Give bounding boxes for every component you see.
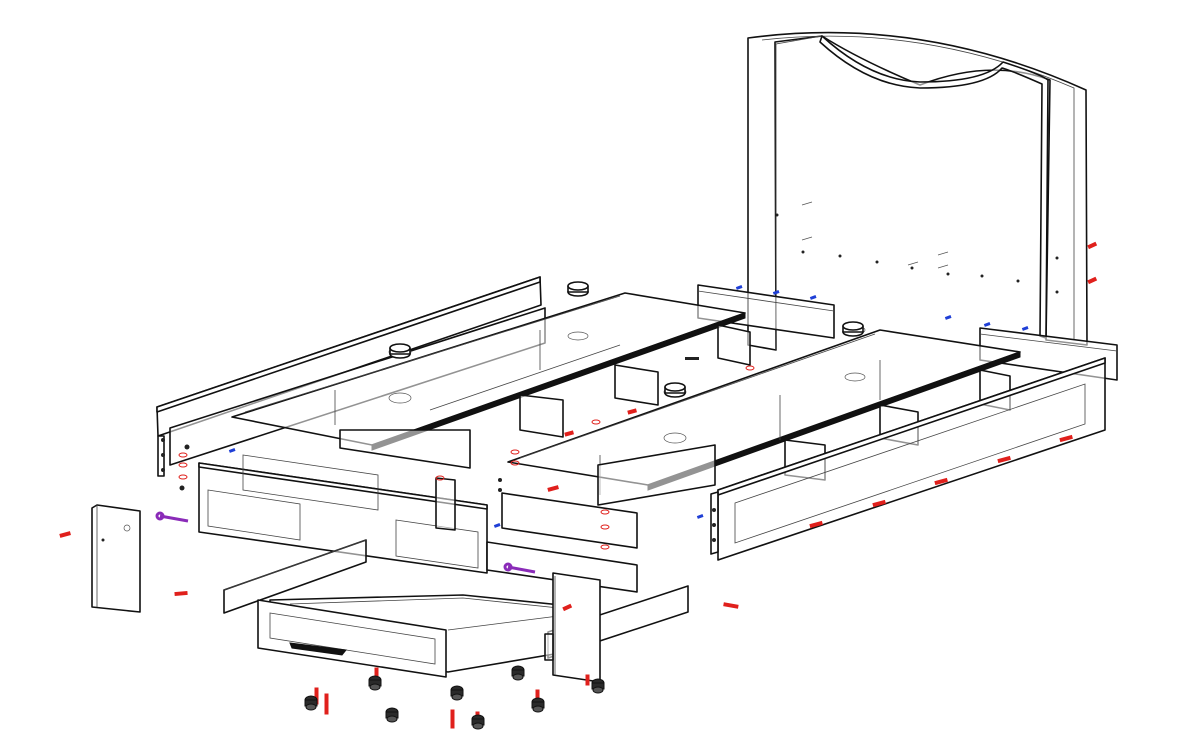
cross-slats-left — [339, 324, 751, 469]
black-connectors — [179, 357, 699, 492]
purple-bolts — [155, 511, 536, 574]
slat-platform-left — [231, 285, 746, 451]
headboard-holes — [775, 201, 1059, 294]
bottom-rail-left — [223, 539, 367, 614]
drawer-front — [257, 599, 447, 678]
bushings — [389, 281, 864, 398]
footboard — [198, 454, 488, 574]
drawer-side-panel — [544, 572, 601, 683]
leg-glides — [304, 665, 605, 730]
blue-dowels — [228, 285, 1029, 528]
end-panel — [91, 504, 141, 613]
side-rail-right — [710, 357, 1106, 561]
